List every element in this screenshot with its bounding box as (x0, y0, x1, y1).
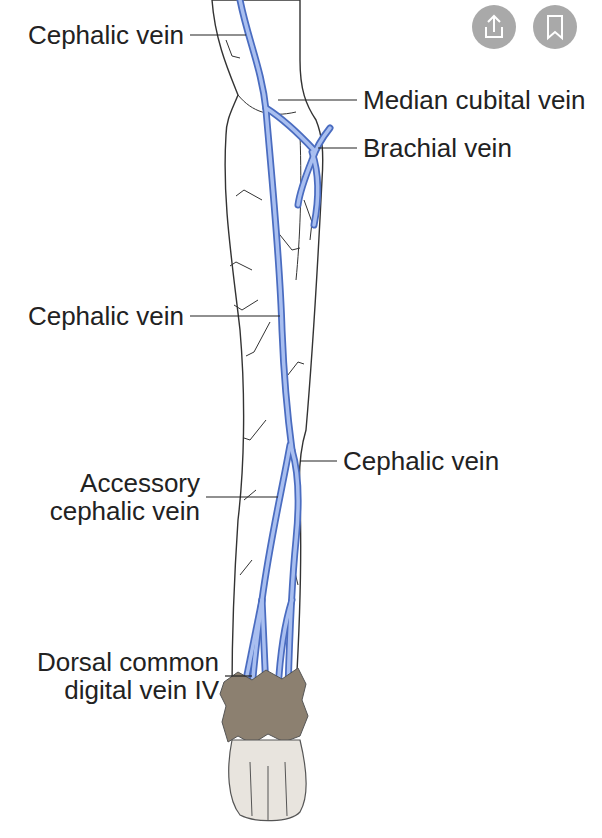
vein-label: Accessory cephalic vein (40, 469, 200, 525)
vein-label: Brachial vein (363, 134, 563, 162)
leader-lines (190, 35, 357, 676)
limb-outline (212, 0, 323, 690)
vein-label: Median cubital vein (363, 86, 598, 114)
fur-cuff (220, 668, 308, 744)
vein-label: Cephalic vein (6, 302, 184, 330)
bookmark-icon (533, 5, 577, 49)
paw (229, 740, 306, 821)
vein-outline (240, 0, 330, 690)
vein-fill (240, 0, 330, 690)
vein-label: Cephalic vein (343, 447, 543, 475)
share-icon (472, 5, 516, 49)
vein-label: Cephalic vein (6, 21, 184, 49)
toe-lines (250, 762, 287, 820)
vein-label: Dorsal common digital vein IV (4, 648, 219, 704)
